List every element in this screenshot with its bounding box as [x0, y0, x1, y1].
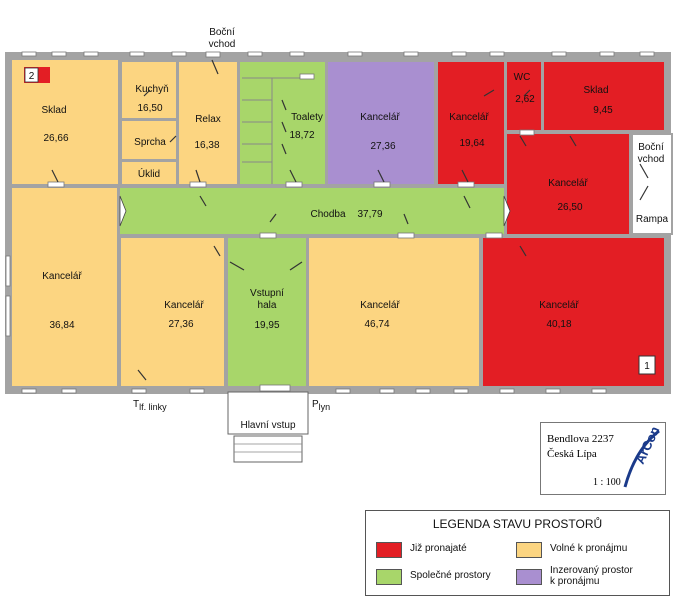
label-bocni-vchod-right-1: Boční — [638, 142, 664, 153]
room-kancelar-purple[interactable] — [328, 62, 434, 184]
label-toalety-name: Toalety — [291, 112, 323, 123]
room-chodba[interactable] — [120, 188, 504, 234]
legend-label-shared: Společné prostory — [410, 570, 491, 581]
label-chodba-name: Chodba — [310, 209, 345, 220]
label-relax-area: 16,38 — [194, 140, 219, 151]
door-swings — [51, 59, 649, 399]
label-bocni-vchod-top-2: vchod — [209, 39, 236, 50]
label-vstupni-hala-name-1: Vstupní — [250, 288, 284, 299]
room-kancelar-bottom-b[interactable] — [309, 238, 479, 386]
label-bocni-vchod-right-2: vchod — [638, 154, 665, 165]
floor-marker-2: 2 — [24, 67, 50, 83]
label-tlf-linky: Tlf. linky — [133, 399, 167, 412]
toilet-stalls — [242, 77, 300, 184]
label-sklad-left-name: Sklad — [41, 105, 66, 116]
label-chodba-area: 37,79 — [357, 209, 382, 220]
label-kuchyn-name: Kuchyň — [135, 84, 168, 95]
room-sklad-right[interactable] — [544, 62, 664, 130]
legend-label-rented: Již pronajaté — [410, 543, 467, 554]
label-kancelar-bottom-red-area: 40,18 — [546, 319, 571, 330]
label-kancelar-top-red-area: 19,64 — [459, 138, 484, 149]
label-kancelar-left-big-area: 36,84 — [49, 320, 74, 331]
label-bocni-vchod-top-1: Boční — [209, 27, 235, 38]
room-sprcha[interactable] — [122, 121, 176, 159]
label-kancelar-bottom-a-area: 27,36 — [168, 319, 193, 330]
floor-marker-1: 1 — [638, 355, 656, 375]
arcon-logo-icon: ArCon — [623, 425, 663, 488]
address-street: Bendlova 2237 — [547, 433, 614, 445]
label-kancelar-left-big-name: Kancelář — [42, 271, 82, 282]
room-kancelar-bottom-red[interactable] — [483, 238, 664, 386]
room-kancelar-bottom-a[interactable] — [121, 238, 224, 386]
main-entrance[interactable] — [227, 391, 309, 463]
label-kancelar-bottom-red-name: Kancelář — [539, 300, 579, 311]
room-vstupni-hala[interactable] — [228, 238, 306, 386]
legend-swatch-advertised — [516, 569, 542, 585]
label-kancelar-top-red-name: Kancelář — [449, 112, 489, 123]
room-bocni-vchod-right — [631, 133, 673, 235]
room-kancelar-red-mid[interactable] — [507, 134, 629, 234]
scale-label: 1 : 100 — [593, 477, 621, 488]
label-kancelar-bottom-b-name: Kancelář — [360, 300, 400, 311]
label-kancelar-red-mid-name: Kancelář — [548, 178, 588, 189]
legend-title: LEGENDA STAVU PROSTORŮ — [432, 517, 603, 531]
legend-label-advertised: Inzerovaný prostor k pronájmu — [550, 565, 633, 587]
label-wc-name: WC — [514, 72, 531, 83]
room-relax[interactable] — [179, 62, 237, 184]
label-hlavni-vstup: Hlavní vstup — [240, 420, 295, 431]
label-kancelar-bottom-b-area: 46,74 — [364, 319, 389, 330]
label-wc-area: 2,62 — [515, 94, 535, 105]
svg-text:ArCon: ArCon — [632, 425, 662, 466]
label-plyn: Plyn — [312, 399, 330, 412]
legend-swatch-shared — [376, 569, 402, 585]
label-kuchyn-area: 16,50 — [137, 103, 162, 114]
label-kancelar-bottom-a-name: Kancelář — [164, 300, 204, 311]
legend: LEGENDA STAVU PROSTORŮ Již pronajaté Vol… — [365, 510, 670, 596]
label-kancelar-red-mid-area: 26,50 — [557, 202, 582, 213]
label-toalety-area: 18,72 — [289, 130, 314, 141]
title-block: Bendlova 2237 Česká Lípa 1 : 100 ArCon — [540, 422, 666, 495]
svg-text:1: 1 — [644, 361, 650, 372]
doors — [47, 51, 535, 392]
label-sprcha-name: Sprcha — [134, 137, 166, 148]
windows — [5, 51, 655, 394]
room-uklid[interactable] — [122, 162, 176, 184]
room-kuchyn[interactable] — [122, 62, 176, 118]
label-vstupni-hala-name-2: hala — [258, 300, 277, 311]
label-kancelar-purple-area: 27,36 — [370, 141, 395, 152]
label-sklad-right-area: 9,45 — [593, 105, 613, 116]
room-kancelar-left-big[interactable] — [12, 188, 117, 386]
svg-text:2: 2 — [29, 71, 35, 82]
floor-plan: 2 1 Sklad 26,66 Kuchyň 16,50 Sprcha Úkli… — [5, 27, 673, 463]
label-sklad-right-name: Sklad — [583, 85, 608, 96]
legend-swatch-available — [516, 542, 542, 558]
label-uklid-name: Úklid — [138, 167, 160, 180]
legend-label-available: Volné k pronájmu — [550, 543, 628, 554]
label-relax-name: Relax — [195, 114, 221, 125]
room-kancelar-top-red[interactable] — [438, 62, 504, 184]
corridor-arrows — [119, 195, 511, 227]
address-city: Česká Lípa — [547, 448, 597, 460]
label-kancelar-purple-name: Kancelář — [360, 112, 400, 123]
label-vstupni-hala-area: 19,95 — [254, 320, 279, 331]
label-rampa: Rampa — [636, 214, 669, 225]
legend-swatch-rented — [376, 542, 402, 558]
label-sklad-left-area: 26,66 — [43, 133, 68, 144]
